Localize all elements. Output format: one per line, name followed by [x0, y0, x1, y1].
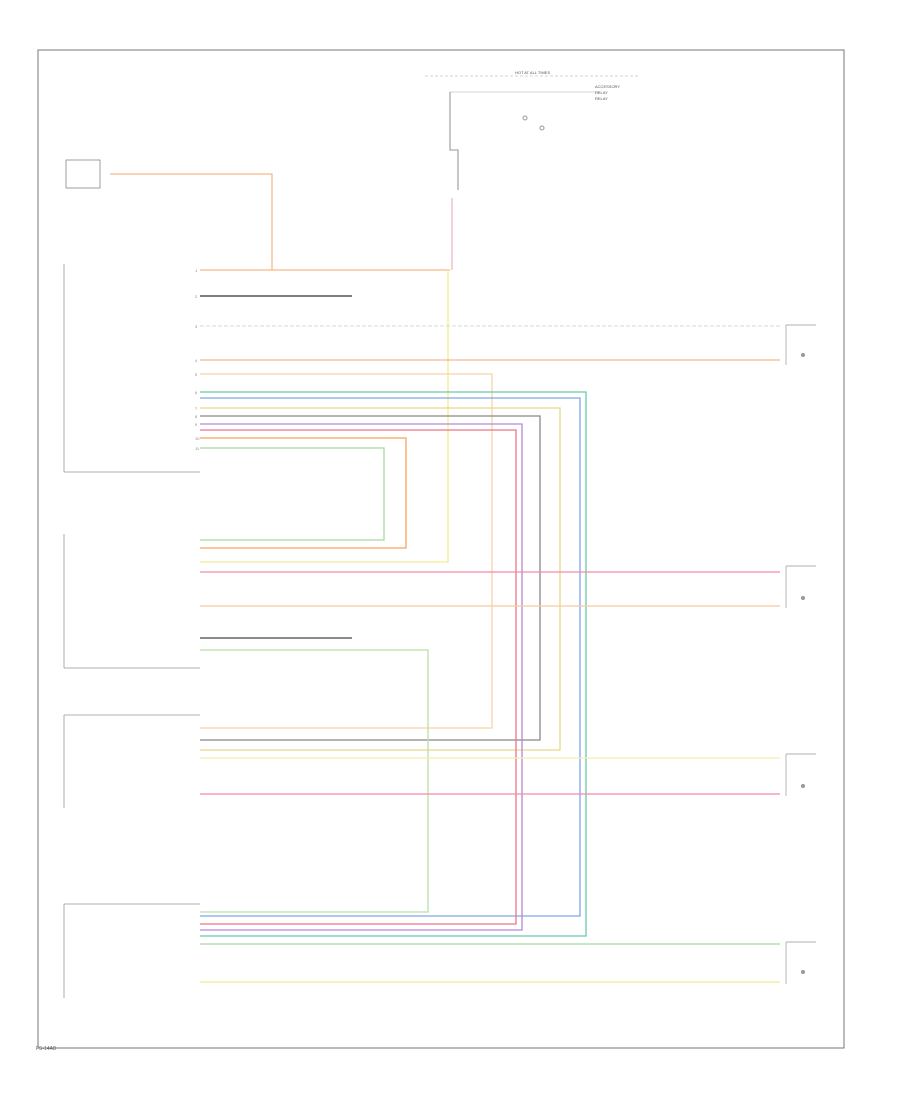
rr-motor	[785, 753, 816, 796]
svg-text:8: 8	[195, 414, 198, 419]
wire-red	[200, 429, 517, 925]
svg-text:RELAY: RELAY	[595, 96, 608, 101]
lf-motor	[785, 324, 816, 365]
wire-orange-loop	[200, 437, 407, 549]
svg-text:9: 9	[195, 422, 198, 427]
wire-lf-down	[200, 373, 493, 729]
power-source: HOT AT ALL TIMES ACCESSORY DELAY RELAY	[425, 70, 640, 190]
wire-ignition-feed	[110, 173, 273, 270]
diagram-border	[37, 49, 845, 1049]
wire-violet	[200, 423, 523, 931]
footer-code: FS-14AB	[36, 1046, 57, 1052]
svg-text:10: 10	[195, 436, 200, 441]
lr-motor	[785, 941, 816, 984]
top-note: HOT AT ALL TIMES	[515, 70, 550, 75]
svg-text:7: 7	[195, 406, 198, 411]
svg-text:6: 6	[195, 390, 198, 395]
wire-tan	[200, 407, 561, 751]
svg-text:2: 2	[195, 294, 198, 299]
svg-text:4: 4	[195, 358, 198, 363]
rr-switch-bracket	[63, 714, 200, 808]
driver-switch-bracket	[63, 264, 200, 473]
svg-text:11: 11	[195, 446, 200, 451]
wire-gray	[200, 415, 541, 741]
wire-green	[200, 391, 587, 937]
wire-blue	[200, 397, 581, 917]
wire-pass-feed	[200, 649, 429, 913]
rf-motor	[785, 565, 816, 608]
passenger-switch-bracket	[63, 534, 200, 669]
power-feed-wire	[449, 92, 459, 190]
wire-yellow-bus	[200, 270, 449, 563]
svg-text:3: 3	[195, 324, 198, 329]
svg-text:1: 1	[195, 268, 198, 273]
lr-switch-bracket	[63, 903, 200, 998]
wire-lightgreen-loop	[200, 447, 385, 541]
svg-text:ACCESSORY: ACCESSORY	[595, 84, 620, 89]
svg-text:DELAY: DELAY	[595, 90, 608, 95]
svg-text:5: 5	[195, 372, 198, 377]
ignition-switch-box	[65, 159, 101, 189]
switch-pin-labels: 1 2 3 4 5 6 7 8 9 10 11	[195, 268, 200, 451]
